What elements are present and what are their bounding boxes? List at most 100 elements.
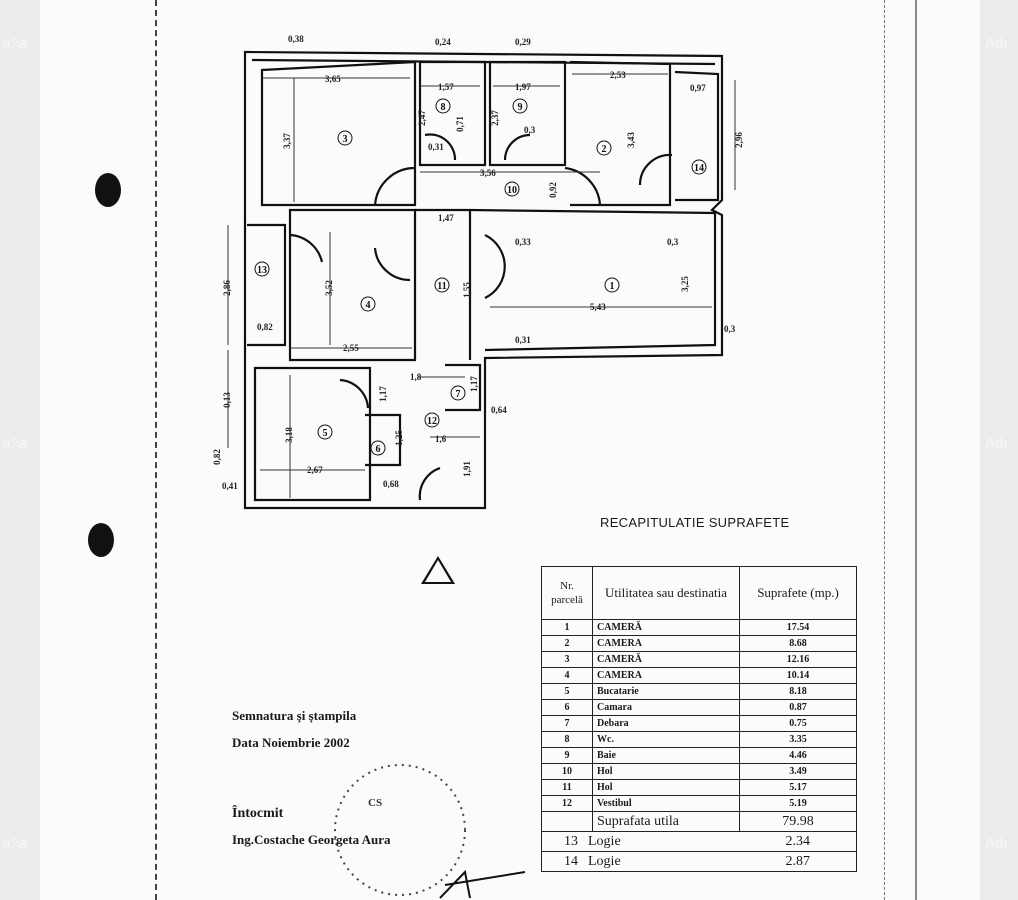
plan-label: 9	[518, 102, 523, 113]
plan-label: 1,47	[438, 213, 454, 223]
total-area: 79.98	[739, 811, 857, 832]
cell-area: 17.54	[739, 619, 857, 636]
plan-label: 0,3	[667, 237, 679, 247]
cell-use: Bucatarie	[592, 683, 740, 700]
plan-label: 2,55	[343, 343, 359, 353]
door	[424, 133, 457, 161]
cell-use: Camara	[592, 699, 740, 716]
cell-use: Vestibul	[592, 795, 740, 812]
room-label-13: 13	[254, 261, 270, 277]
plan-label: 13	[257, 265, 267, 276]
cell-use: Baie	[592, 747, 740, 764]
plan-label: 0,71	[455, 116, 465, 132]
cell-use: Hol	[592, 779, 740, 796]
cell-use: CAMERĂ	[592, 651, 740, 668]
door	[339, 378, 370, 409]
plan-label: 3	[343, 134, 348, 145]
cell-nr: 2	[541, 635, 593, 652]
plan-label: 3,65	[325, 74, 341, 84]
plan-label: 12	[427, 416, 437, 427]
cell-area: 2.87	[739, 851, 857, 872]
plan-label: 3,25	[680, 276, 690, 292]
plan-label: 6	[376, 444, 381, 455]
cell-nr: 12	[541, 795, 593, 812]
cell-area: 3.35	[739, 731, 857, 748]
watermark: a?a	[2, 35, 28, 52]
cell-logie: 13 Logie	[541, 831, 740, 852]
cell-use: Logie	[588, 854, 621, 869]
plan-label: 0,3	[724, 324, 736, 334]
cell-nr: 4	[541, 667, 593, 684]
handwritten-signature	[439, 869, 526, 899]
cell-nr: 13	[564, 834, 578, 849]
header-use: Utilitatea sau destinatia	[592, 566, 740, 620]
room-label-11: 11	[434, 277, 450, 293]
author-name: Ing.Costache Georgeta Aura	[232, 832, 391, 847]
cell-nr: 3	[541, 651, 593, 668]
plan-label: 0,64	[491, 405, 507, 415]
recap-title: RECAPITULATIE SUPRAFETE	[600, 515, 790, 530]
plan-label: 1,25	[394, 430, 404, 446]
plan-label: 0,38	[288, 34, 304, 44]
page-border-line	[155, 0, 157, 900]
door	[638, 153, 673, 186]
stamp: CS	[334, 764, 466, 896]
room-3-walls	[260, 60, 417, 207]
plan-label: 0,97	[690, 83, 706, 93]
watermark: Adr	[985, 835, 1009, 852]
watermark: Adr	[985, 35, 1009, 52]
plan-label: 2,47	[417, 110, 427, 126]
cell-area: 0.75	[739, 715, 857, 732]
plan-label: 3,56	[480, 168, 496, 178]
header-area: Suprafete (mp.)	[739, 566, 857, 620]
plan-label: 5,43	[590, 302, 606, 312]
cell-area: 12.16	[739, 651, 857, 668]
plan-label: 1,97	[515, 82, 531, 92]
plan-label: 0,3	[524, 125, 536, 135]
room-label-14: 14	[691, 159, 707, 175]
plan-label: 1	[610, 281, 615, 292]
room-label-6: 6	[370, 440, 386, 456]
plan-label: 7	[456, 389, 461, 400]
plan-label: 10	[507, 185, 517, 196]
plan-label: 0,31	[428, 142, 444, 152]
room-label-1: 1	[604, 277, 620, 293]
plan-label: 0,41	[222, 481, 238, 491]
plan-label: 2,86	[222, 280, 232, 296]
room-label-2: 2	[596, 140, 612, 156]
cell-nr: 6	[541, 699, 593, 716]
room-label-10: 10	[504, 181, 520, 197]
door	[503, 133, 531, 161]
plan-label: 1,17	[378, 386, 388, 402]
plan-label: 3,52	[324, 280, 334, 296]
watermark: a?a	[2, 435, 28, 452]
page-border-line	[884, 0, 885, 900]
plan-label: 1,6	[435, 434, 447, 444]
door	[373, 247, 411, 282]
plan-label: 0,24	[435, 37, 451, 47]
room-label-3: 3	[337, 130, 353, 146]
date-label: Data Noiembrie 2002	[232, 735, 350, 750]
cell-nr: 11	[541, 779, 593, 796]
dimension-labels: 0,38 0,24 0,29 3,65 1,57 1,97 2,53 0,97 …	[212, 34, 744, 491]
plan-label: 0,31	[515, 335, 531, 345]
cell-area: 5.19	[739, 795, 857, 812]
plan-label: 2,67	[307, 465, 323, 475]
plan-label: 0,29	[515, 37, 531, 47]
cell-use: Logie	[588, 834, 621, 849]
room-label-12: 12	[424, 412, 440, 428]
plan-label: 1,8	[410, 372, 422, 382]
dimension-lines	[227, 73, 736, 498]
door	[418, 466, 441, 501]
room-label-7: 7	[450, 385, 466, 401]
